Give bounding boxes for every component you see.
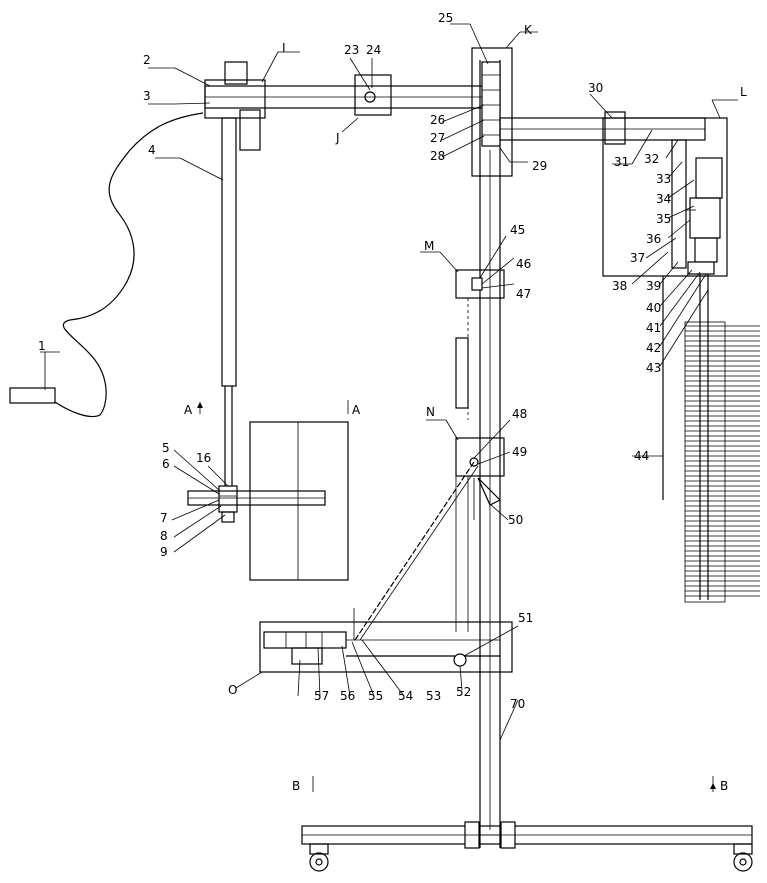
part-number-label: 40 xyxy=(646,301,661,315)
leader-lines xyxy=(40,24,738,740)
part-number-label: 16 xyxy=(196,451,211,465)
part-number-label: 47 xyxy=(516,287,531,301)
part-number-label: 50 xyxy=(508,513,523,527)
part-number-label: 9 xyxy=(160,545,168,559)
base-frame xyxy=(302,822,752,871)
main-column xyxy=(480,60,500,848)
part-number-label: 6 xyxy=(162,457,170,471)
part-number-label: 25 xyxy=(438,11,453,25)
part-number-label: 30 xyxy=(588,81,603,95)
part-number-label: 43 xyxy=(646,361,661,375)
part-number-label: 53 xyxy=(426,689,441,703)
section-letter-label: A xyxy=(352,403,361,417)
part-number-label: 38 xyxy=(612,279,627,293)
part-number-label: 51 xyxy=(518,611,533,625)
part-number-label: 52 xyxy=(456,685,471,699)
target-panel xyxy=(250,422,348,580)
part-number-label: 24 xyxy=(366,43,381,57)
section-letter-label: B xyxy=(720,779,728,793)
part-number-label: 44 xyxy=(634,449,649,463)
detail-letter-label: O xyxy=(228,683,237,697)
part-number-label: 2 xyxy=(143,53,151,67)
part-number-label: 48 xyxy=(512,407,527,421)
part-number-label: 57 xyxy=(314,689,329,703)
section-letter-label: B xyxy=(292,779,300,793)
part-number-label: 35 xyxy=(656,212,671,226)
part-number-label: 39 xyxy=(646,279,661,293)
part-number-label: 29 xyxy=(532,159,547,173)
part-number-label: 42 xyxy=(646,341,661,355)
part-number-label: 32 xyxy=(644,152,659,166)
part-labels: 1234567891623242526272829303132333435363… xyxy=(38,11,747,793)
part-number-label: 55 xyxy=(368,689,383,703)
part-number-label: 31 xyxy=(614,155,629,169)
detail-letter-label: M xyxy=(424,239,434,253)
part-number-label: 26 xyxy=(430,113,445,127)
part-number-label: 37 xyxy=(630,251,645,265)
detail-letter-label: J xyxy=(335,131,340,145)
part-number-label: 28 xyxy=(430,149,445,163)
part-number-label: 5 xyxy=(162,441,170,455)
part-number-label: 49 xyxy=(512,445,527,459)
detail-letter-label: I xyxy=(282,41,286,55)
part-number-label: 45 xyxy=(510,223,525,237)
part-number-label: 41 xyxy=(646,321,661,335)
hose xyxy=(10,113,203,417)
part-number-label: 7 xyxy=(160,511,168,525)
detail-letter-label: K xyxy=(524,23,533,37)
part-number-label: 56 xyxy=(340,689,355,703)
part-number-label: 46 xyxy=(516,257,531,271)
part-number-label: 3 xyxy=(143,89,151,103)
part-number-label: 34 xyxy=(656,192,671,206)
detail-n xyxy=(355,438,504,640)
right-caster xyxy=(734,844,752,871)
part-number-label: 70 xyxy=(510,697,525,711)
part-number-label: 1 xyxy=(38,339,46,353)
brush-frame xyxy=(685,322,725,602)
part-number-label: 33 xyxy=(656,172,671,186)
detail-letter-label: N xyxy=(426,405,435,419)
part-number-label: 36 xyxy=(646,232,661,246)
part-number-label: 54 xyxy=(398,689,413,703)
part-number-label: 27 xyxy=(430,131,445,145)
left-caster xyxy=(310,844,328,871)
part-number-label: 23 xyxy=(344,43,359,57)
part-number-label: 8 xyxy=(160,529,168,543)
detail-o xyxy=(260,608,512,672)
part-number-label: 4 xyxy=(148,143,156,157)
section-letter-label: A xyxy=(184,403,193,417)
brush-assembly xyxy=(685,322,760,602)
detail-letter-label: L xyxy=(740,85,747,99)
